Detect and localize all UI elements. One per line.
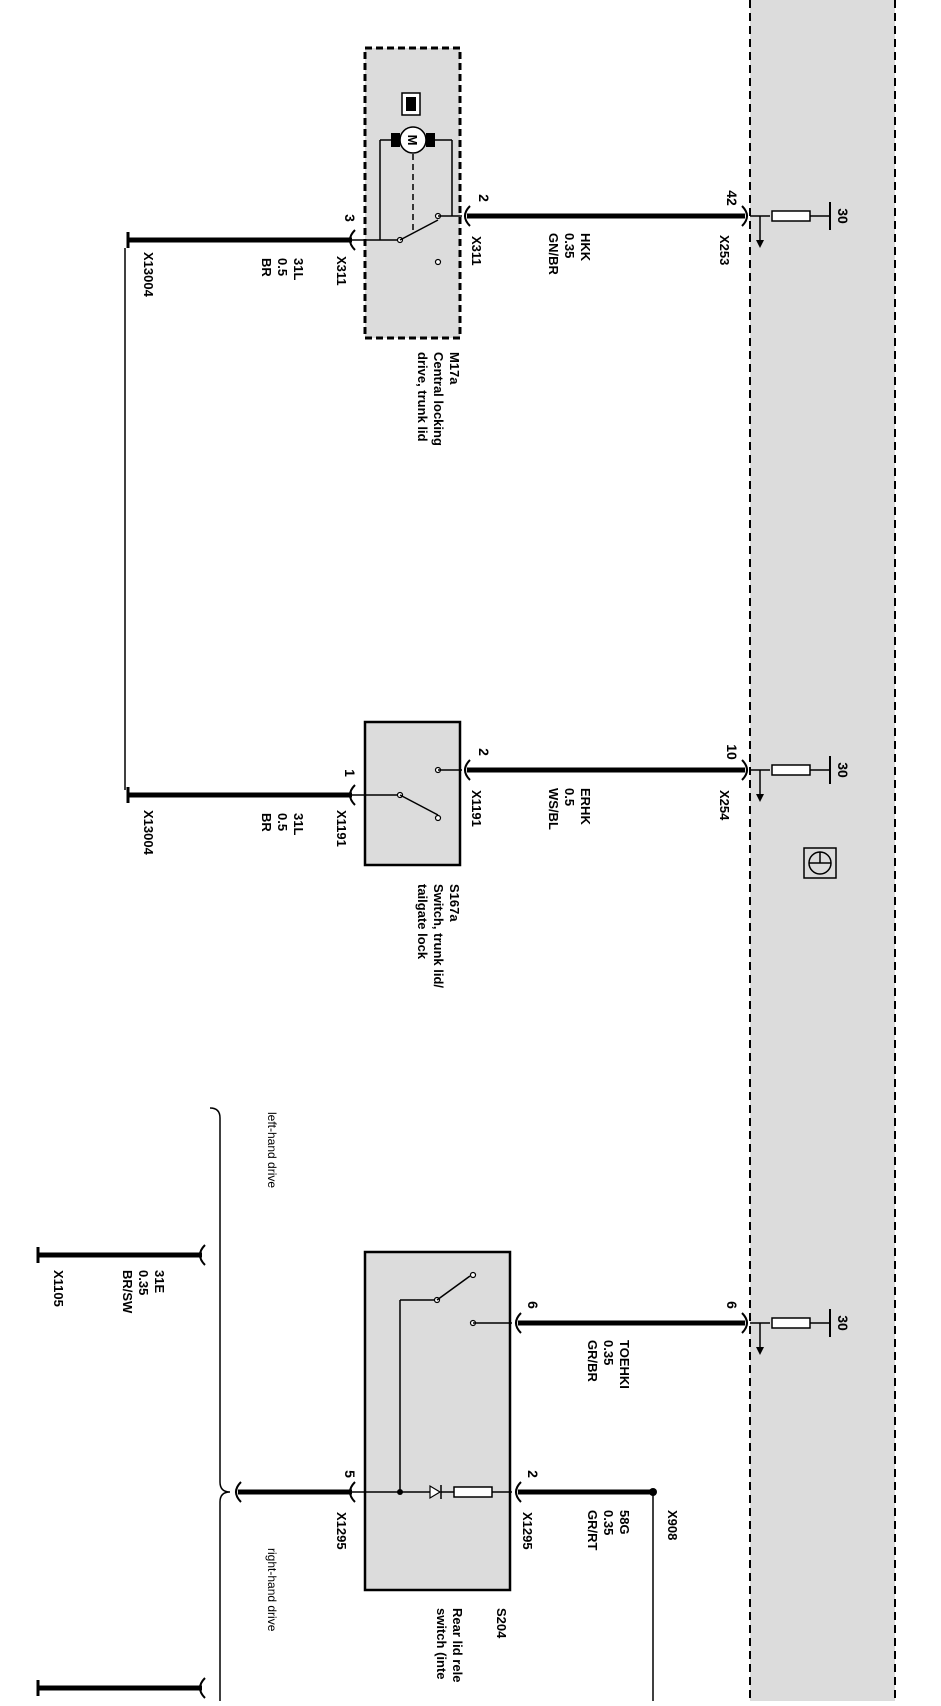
s204-pin-5: 5 — [342, 1470, 358, 1478]
s204-pin-6: 6 — [525, 1301, 541, 1309]
ecu-terminal-1 — [750, 202, 831, 248]
ground-wire-2-color: BR — [259, 813, 274, 832]
wire-58g-color: GR/RT — [585, 1510, 600, 1551]
ground-x13004-middle: X13004 — [141, 810, 156, 856]
s167a-connector-gnd: X1191 — [334, 810, 349, 847]
ground-wire-3-end — [349, 1481, 356, 1503]
wire-hkk-name: HKK — [578, 233, 593, 262]
s167a-pin-2: 2 — [476, 748, 492, 756]
ecu-terminal-2 — [750, 756, 831, 802]
drive-side-brace — [209, 1107, 231, 1701]
m17a-desc-2: drive, trunk lid — [415, 352, 430, 442]
ecu-terminal-3 — [750, 1309, 831, 1355]
m17a-motor-letter: M — [405, 135, 420, 146]
ground-wire-rhd-end — [199, 1677, 206, 1699]
ecu-pin-6: 6 — [724, 1301, 740, 1309]
ground-wire-31e-color: BR/SW — [120, 1270, 135, 1314]
supply-label-1: 30 — [835, 208, 851, 224]
s204-pin-2: 2 — [525, 1470, 541, 1478]
connector-x253: X253 — [717, 235, 732, 265]
s167a-desc-2: tailgate lock — [415, 884, 430, 960]
wire-hkk-end-ecu — [741, 205, 748, 227]
s167a-id: S167a — [447, 884, 462, 922]
ecu-pin-10: 10 — [724, 744, 740, 760]
ground-wire-31e-end — [199, 1244, 206, 1266]
ground-wire-2-size: 0.5 — [275, 813, 290, 831]
s167a-connector-in: X1191 — [469, 790, 484, 827]
wire-toehki-size: 0.35 — [601, 1340, 616, 1365]
supply-label-2: 30 — [835, 762, 851, 778]
s204-connector-gnd: X1295 — [334, 1512, 349, 1550]
s204-box — [352, 1250, 512, 1592]
s204-id: S204 — [494, 1608, 509, 1639]
ground-wire-1-size: 0.5 — [275, 258, 290, 276]
s167a-pin-1: 1 — [342, 769, 358, 777]
ground-wire-1-color: BR — [259, 258, 274, 277]
ground-wire-1-end — [349, 229, 356, 251]
control-unit-area — [750, 0, 895, 1701]
s167a-desc-1: Switch, trunk lid/ — [431, 884, 446, 988]
ground-x13004-top: X13004 — [141, 252, 156, 298]
ground-x1105: X1105 — [51, 1270, 66, 1307]
ground-wire-2-end — [349, 784, 356, 806]
wire-58g-end-s204 — [515, 1481, 522, 1503]
wire-erhk-color: WS/BL — [546, 788, 561, 830]
wire-hkk-color: GN/BR — [546, 233, 561, 276]
connector-x254: X254 — [717, 790, 732, 821]
supply-label-3: 30 — [835, 1315, 851, 1331]
wire-58g-size: 0.35 — [601, 1510, 616, 1535]
s167a-box — [352, 720, 462, 867]
ground-wire-31e-name: 31E — [152, 1270, 167, 1293]
ecu-logo-icon — [803, 847, 837, 879]
ground-wire-2-name: 31L — [291, 813, 306, 835]
m17a-connector-gnd: X311 — [334, 256, 349, 286]
wire-erhk-name: ERHK — [578, 788, 593, 825]
wire-erhk-size: 0.5 — [562, 788, 577, 806]
m17a-pin-3: 3 — [342, 214, 358, 222]
m17a-box — [352, 46, 462, 340]
wire-toehki-color: GR/BR — [585, 1340, 600, 1383]
s204-connector-b: X1295 — [520, 1512, 535, 1550]
m17a-id: M17a — [447, 352, 462, 385]
m17a-connector-in: X311 — [469, 236, 484, 266]
m17a-desc-1: Central locking — [431, 352, 446, 446]
ground-wire-31e-size: 0.35 — [136, 1270, 151, 1295]
ground-wire-1-name: 31L — [291, 258, 306, 280]
ecu-pin-42: 42 — [724, 190, 740, 206]
note-left-hand-drive: left-hand drive — [265, 1112, 279, 1188]
s204-desc-2: switch (inte — [434, 1608, 449, 1680]
wire-hkk-end-m17a — [464, 205, 471, 227]
ground-wire-3-start — [235, 1481, 242, 1503]
wire-toehki-name: TOEHKI — [617, 1340, 632, 1389]
wire-58g-name: 58G — [617, 1510, 632, 1535]
wire-erhk-end-s167a — [464, 759, 471, 781]
wire-hkk-size: 0.35 — [562, 233, 577, 258]
wire-58g-connector: X908 — [665, 1510, 680, 1540]
note-right-hand-drive: right-hand drive — [265, 1548, 279, 1632]
s204-desc-1: Rear lid rele — [450, 1608, 465, 1682]
wire-toehki-end-s204 — [515, 1312, 522, 1334]
wire-toehki-end-ecu — [741, 1312, 748, 1334]
m17a-pin-2: 2 — [476, 194, 492, 202]
wire-erhk-end-ecu — [741, 759, 748, 781]
